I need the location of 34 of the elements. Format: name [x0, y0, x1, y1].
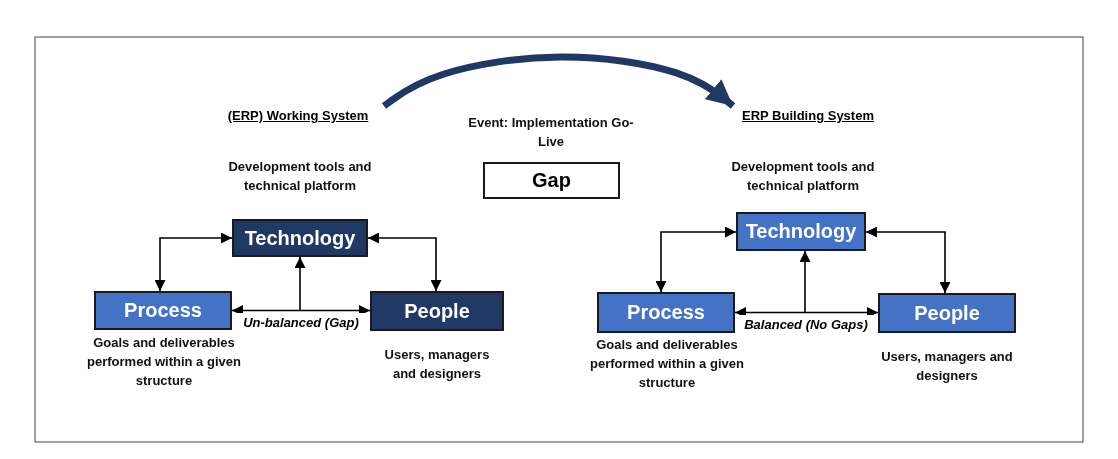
description-text: Development tools and technical platform	[227, 158, 373, 195]
arrow	[154, 232, 233, 292]
edge-label: Balanced (No Gaps)	[737, 315, 875, 334]
description-text: Goals and deliverables performed within a given structure	[589, 336, 745, 392]
box-label: Gap	[532, 169, 571, 192]
component-box	[597, 292, 735, 333]
description-text: Users, managers and designers	[383, 346, 491, 383]
arrow	[865, 226, 951, 294]
arrow	[655, 226, 737, 293]
component-box	[94, 291, 232, 330]
arrow	[231, 305, 371, 316]
arrow	[799, 250, 811, 314]
component-box	[370, 291, 504, 331]
box-label: Process	[627, 301, 705, 324]
box-label: People	[404, 299, 470, 323]
description-text: Users, managers and designers	[880, 348, 1014, 385]
component-box	[736, 212, 866, 251]
component-box	[878, 293, 1016, 333]
box-label: Technology	[244, 226, 356, 250]
description-text: Goals and deliverables performed within a given structure	[86, 334, 242, 390]
box-label: Technology	[745, 220, 857, 243]
arrow	[734, 307, 879, 318]
arrow	[367, 232, 442, 292]
heading-text: (ERP) Working System	[212, 106, 384, 126]
description-text: Development tools and technical platform	[730, 158, 876, 195]
box-label: People	[914, 301, 980, 325]
heading-text: ERP Building System	[733, 106, 883, 126]
curved-arrow	[381, 53, 736, 109]
description-text: Event: Implementation Go-Live	[467, 114, 635, 151]
edge-label: Un-balanced (Gap)	[234, 313, 368, 332]
gap-box	[483, 162, 620, 199]
box-label: Process	[124, 299, 202, 322]
component-box	[232, 219, 368, 257]
arrow	[294, 256, 306, 312]
